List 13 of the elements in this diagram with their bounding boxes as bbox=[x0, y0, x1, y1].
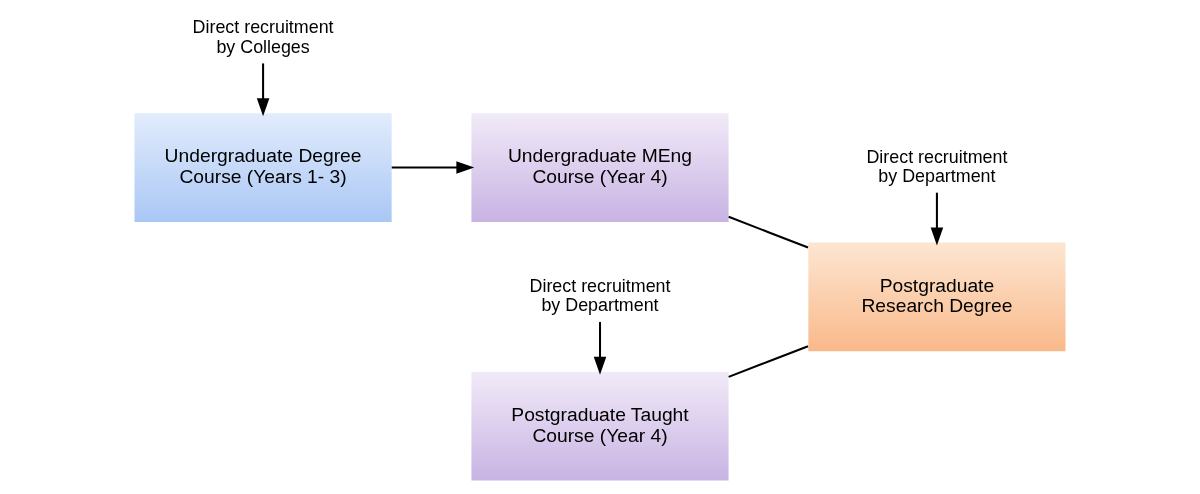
node-box: Undergraduate Degree Course (Years 1- 3) bbox=[134, 113, 392, 222]
node-text: Direct recruitment by Colleges bbox=[192, 17, 334, 57]
node-box: Postgraduate Taught Course (Year 4) bbox=[471, 371, 729, 481]
node-text: Direct recruitment by Department bbox=[529, 275, 671, 316]
connector bbox=[728, 215, 809, 249]
arrow bbox=[593, 321, 607, 375]
node-box: Postgraduate Research Degree bbox=[808, 242, 1066, 352]
connector bbox=[728, 345, 809, 378]
arrow bbox=[256, 63, 270, 117]
node-text: Direct recruitment by Department bbox=[866, 146, 1008, 186]
arrow bbox=[391, 161, 475, 174]
arrow bbox=[930, 192, 944, 246]
node-box: Undergraduate MEng Course (Year 4) bbox=[471, 113, 729, 222]
